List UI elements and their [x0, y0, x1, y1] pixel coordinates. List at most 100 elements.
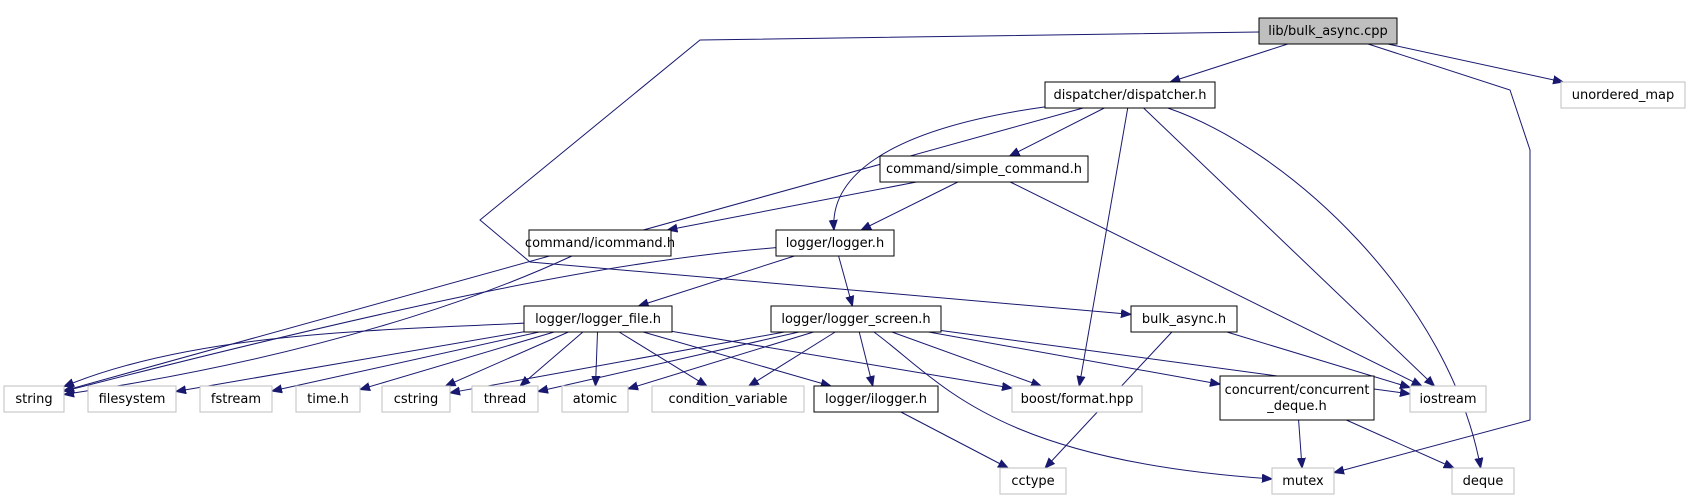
edge-logger_screen_h-to-ilogger_h: [858, 331, 873, 386]
edge-logger_file_h-to-cstring: [446, 331, 569, 386]
node-box: [471, 385, 539, 413]
node-box: [1409, 385, 1487, 413]
edge-simple_command_h-to-iostream: [1010, 181, 1422, 386]
edge-logger_h-to-logger_file_h: [639, 255, 795, 306]
node-label: command/simple_command.h: [886, 162, 1082, 177]
node-label: logger/logger_file.h: [535, 312, 661, 327]
node-box: [651, 385, 805, 413]
node-box: [1258, 17, 1398, 45]
node-time_h: time.h: [295, 385, 361, 413]
edge-logger_file_h-to-fstream: [272, 331, 540, 391]
edge-logger_file_h-to-filesystem: [176, 331, 525, 392]
node-label: atomic: [573, 392, 617, 407]
edge-simple_command_h-to-icommand_h: [667, 181, 917, 230]
edge-concurrent_deque_h-to-mutex: [1299, 419, 1302, 468]
node-logger_h[interactable]: logger/logger.h: [775, 229, 895, 257]
node-ilogger_h[interactable]: logger/ilogger.h: [813, 385, 939, 413]
edge-ilogger_h-to-cctype: [900, 411, 1008, 468]
edge-concurrent_deque_h-to-deque: [1346, 419, 1454, 468]
node-box: [199, 385, 273, 413]
node-simple_command_h[interactable]: command/simple_command.h: [879, 155, 1089, 183]
edge-logger_file_h-to-time_h: [360, 331, 555, 390]
node-box: [1130, 305, 1238, 333]
node-concurrent_deque_h[interactable]: concurrent/concurrent_deque.h: [1219, 375, 1375, 421]
edge-dispatcher_h-to-simple_command_h: [1010, 107, 1105, 156]
node-fstream: fstream: [199, 385, 273, 413]
node-box: [1560, 81, 1686, 109]
node-dispatcher_h[interactable]: dispatcher/dispatcher.h: [1044, 81, 1216, 109]
node-atomic: atomic: [561, 385, 629, 413]
edge-logger_h-to-logger_screen_h: [838, 255, 853, 306]
node-cctype: cctype: [999, 467, 1067, 495]
node-label: cstring: [394, 392, 438, 407]
edge-dispatcher_h-to-iostream: [1143, 107, 1435, 386]
node-label: dispatcher/dispatcher.h: [1054, 88, 1207, 103]
edge-logger_screen_h-to-mutex: [873, 331, 1272, 479]
node-label: logger/logger.h: [786, 236, 884, 251]
node-box: [1219, 375, 1375, 421]
edges-layer: [64, 31, 1563, 479]
node-label: bulk_async.h: [1142, 312, 1226, 327]
node-label: time.h: [307, 392, 349, 407]
node-box: [87, 385, 177, 413]
edge-logger_file_h-to-ilogger_h: [643, 331, 831, 386]
node-label: logger/ilogger.h: [825, 392, 927, 407]
node-filesystem: filesystem: [87, 385, 177, 413]
edge-dispatcher_h-to-logger_h: [834, 106, 1046, 230]
node-thread: thread: [471, 385, 539, 413]
node-condition_variable: condition_variable: [651, 385, 805, 413]
node-label: logger/logger_screen.h: [781, 312, 930, 327]
node-bulk_async_cpp[interactable]: lib/bulk_async.cpp: [1258, 17, 1398, 45]
node-label: boost/format.hpp: [1021, 392, 1134, 407]
node-box: [879, 155, 1089, 183]
node-label: fstream: [211, 392, 261, 407]
node-mutex: mutex: [1271, 467, 1335, 495]
node-label: mutex: [1282, 474, 1324, 489]
nodes-layer: lib/bulk_async.cpp dispatcher/dispatcher.…: [3, 17, 1686, 495]
node-box: [1451, 467, 1515, 495]
node-cstring: cstring: [381, 385, 451, 413]
node-label: filesystem: [99, 392, 166, 407]
node-box: [1044, 81, 1216, 109]
node-box: [528, 229, 672, 257]
node-label: unordered_map: [1572, 88, 1675, 103]
node-box: [1271, 467, 1335, 495]
edge-logger_file_h-to-boost_format: [671, 330, 1012, 388]
edge-bulk_async_cpp-to-dispatcher_h: [1170, 43, 1288, 82]
node-box: [1011, 385, 1143, 413]
node-icommand_h[interactable]: command/icommand.h: [525, 229, 675, 257]
node-box: [561, 385, 629, 413]
node-deque: deque: [1451, 467, 1515, 495]
node-unordered_map: unordered_map: [1560, 81, 1686, 109]
node-string: string: [3, 385, 65, 413]
edge-logger_screen_h-to-condition_variable: [749, 331, 836, 386]
node-label: iostream: [1419, 392, 1476, 407]
edge-icommand_h-to-string: [64, 255, 573, 394]
node-bulk_async_h[interactable]: bulk_async.h: [1130, 305, 1238, 333]
node-box: [775, 229, 895, 257]
edge-bulk_async_cpp-to-mutex: [1334, 43, 1531, 473]
node-box: [999, 467, 1067, 495]
edge-logger_file_h-to-condition_variable: [618, 331, 707, 386]
edge-logger_screen_h-to-concurrent_deque_h: [928, 331, 1220, 384]
node-label: lib/bulk_async.cpp: [1268, 24, 1388, 39]
node-iostream: iostream: [1409, 385, 1487, 413]
node-label: thread: [484, 392, 527, 407]
node-label: deque: [1463, 474, 1504, 489]
node-label: _deque.h: [1266, 399, 1327, 414]
edge-bulk_async_cpp-to-unordered_map: [1387, 43, 1563, 82]
edge-bulk_async_cpp-to-bulk_async_h: [479, 31, 1260, 314]
node-box: [3, 385, 65, 413]
node-label: string: [15, 392, 52, 407]
node-label: command/icommand.h: [525, 236, 675, 251]
node-label: condition_variable: [668, 392, 787, 407]
edge-dispatcher_h-to-boost_format: [1079, 107, 1129, 386]
edge-logger_file_h-to-string: [64, 322, 525, 386]
node-box: [813, 385, 939, 413]
node-logger_file_h[interactable]: logger/logger_file.h: [523, 305, 673, 333]
node-logger_screen_h[interactable]: logger/logger_screen.h: [770, 305, 942, 333]
edge-logger_file_h-to-atomic: [595, 331, 597, 386]
edge-logger_screen_h-to-cstring: [450, 331, 785, 393]
node-box: [770, 305, 942, 333]
